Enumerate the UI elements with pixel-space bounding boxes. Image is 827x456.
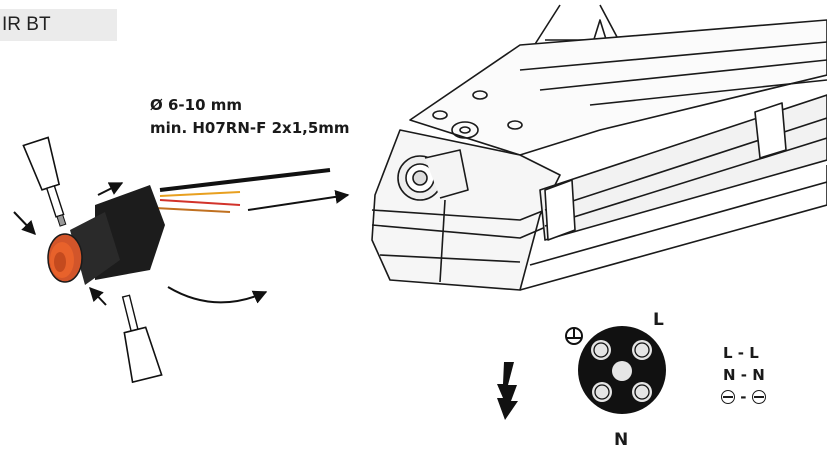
mapping-separator: - xyxy=(740,388,747,406)
earth-ground-icon xyxy=(721,390,735,404)
luminaire-icon xyxy=(371,4,827,291)
arrow-icon xyxy=(13,182,350,306)
mapping-line-earth: - xyxy=(721,388,766,406)
header-tab[interactable]: IR BT xyxy=(0,9,117,41)
mapping-line-l: L - L xyxy=(723,344,759,362)
screwdriver-icon xyxy=(121,294,163,384)
cable-diameter-label: Ø 6-10 mm xyxy=(150,96,242,114)
mapping-line-n: N - N xyxy=(723,366,765,384)
cable-gland-icon xyxy=(47,168,331,285)
connector-pin-icon xyxy=(578,326,666,414)
screwdriver-icon xyxy=(22,136,67,227)
cable-type-label: min. H07RN-F 2x1,5mm xyxy=(150,119,350,137)
earth-ground-icon xyxy=(565,327,583,345)
earth-ground-icon xyxy=(751,390,766,404)
pin-n-label: N xyxy=(614,430,629,450)
pin-l-label: L xyxy=(653,310,664,330)
lightning-icon xyxy=(497,362,518,420)
